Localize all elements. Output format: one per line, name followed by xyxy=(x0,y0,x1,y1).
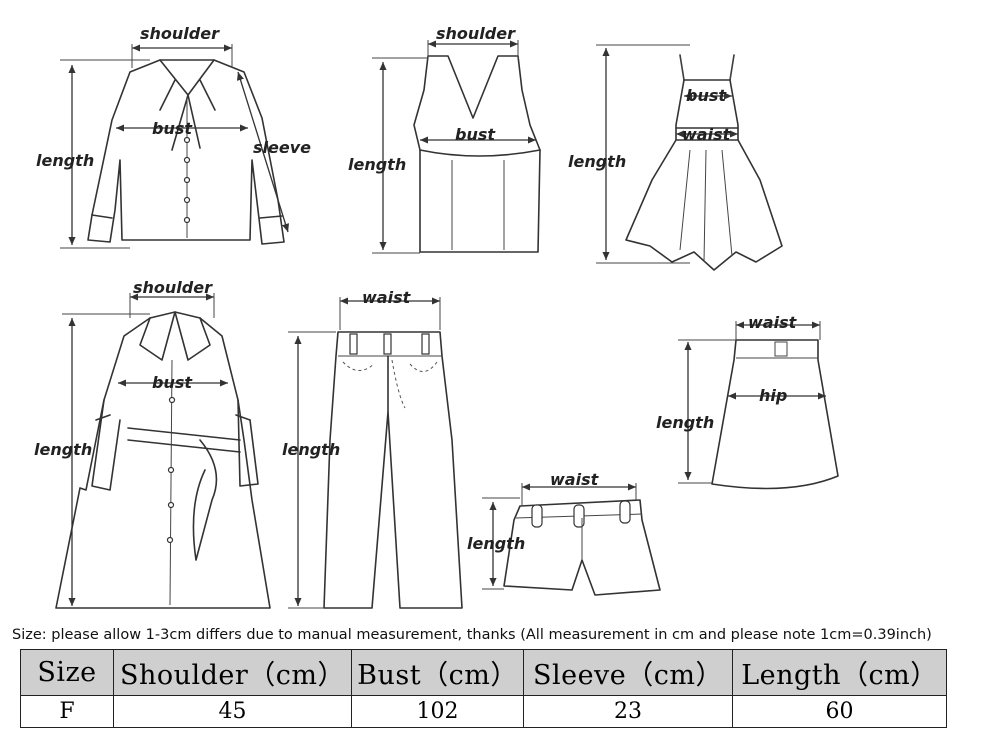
shorts-waist-label: waist xyxy=(550,470,600,489)
pants-figure: waist length xyxy=(282,288,463,609)
blouse-sleeve-label: sleeve xyxy=(253,138,311,157)
dress-figure: bust waist length xyxy=(568,44,783,271)
size-table-header-row: Size Shoulder（cm） Bust（cm） Sleeve（cm） Le… xyxy=(20,649,947,696)
dress-length-label: length xyxy=(568,152,626,171)
blouse-length-label: length xyxy=(36,151,94,170)
tank-bust-label: bust xyxy=(455,125,496,144)
coat-bust-label: bust xyxy=(152,373,193,392)
cell-shoulder: 45 xyxy=(113,695,352,728)
tank-top-figure: shoulder bust length xyxy=(348,24,541,254)
shorts-length-label: length xyxy=(467,534,525,553)
dress-bust-label: bust xyxy=(686,86,727,105)
cell-size: F xyxy=(20,695,114,728)
pants-length-label: length xyxy=(282,440,340,459)
coat-shoulder-label: shoulder xyxy=(133,278,213,297)
dress-waist-label: waist xyxy=(682,125,732,144)
size-table: Size Shoulder（cm） Bust（cm） Sleeve（cm） Le… xyxy=(20,649,947,728)
coat-length-label: length xyxy=(34,440,92,459)
shorts-figure: waist length xyxy=(467,470,661,596)
measurement-note: Size: please allow 1-3cm differs due to … xyxy=(12,627,932,643)
blouse-bust-label: bust xyxy=(152,119,193,138)
header-shoulder: Shoulder（cm） xyxy=(113,649,352,696)
tank-length-label: length xyxy=(348,155,406,174)
garment-measurement-diagram: shoulder bust length sleeve shoulder bus… xyxy=(34,24,839,609)
skirt-figure: waist hip length xyxy=(656,313,839,490)
pants-waist-label: waist xyxy=(362,288,412,307)
blouse-figure: shoulder bust length sleeve xyxy=(36,24,311,249)
skirt-length-label: length xyxy=(656,413,714,432)
cell-bust: 102 xyxy=(351,695,524,728)
table-row: F 45 102 23 60 xyxy=(20,695,947,728)
tank-shoulder-label: shoulder xyxy=(436,24,516,43)
cell-sleeve: 23 xyxy=(523,695,733,728)
header-length: Length（cm） xyxy=(732,649,947,696)
skirt-waist-label: waist xyxy=(748,313,798,332)
coat-figure: shoulder bust length xyxy=(34,278,271,609)
header-size: Size xyxy=(20,649,114,696)
header-bust: Bust（cm） xyxy=(351,649,524,696)
skirt-hip-label: hip xyxy=(759,386,787,405)
cell-length: 60 xyxy=(732,695,947,728)
blouse-shoulder-label: shoulder xyxy=(140,24,220,43)
header-sleeve: Sleeve（cm） xyxy=(523,649,733,696)
